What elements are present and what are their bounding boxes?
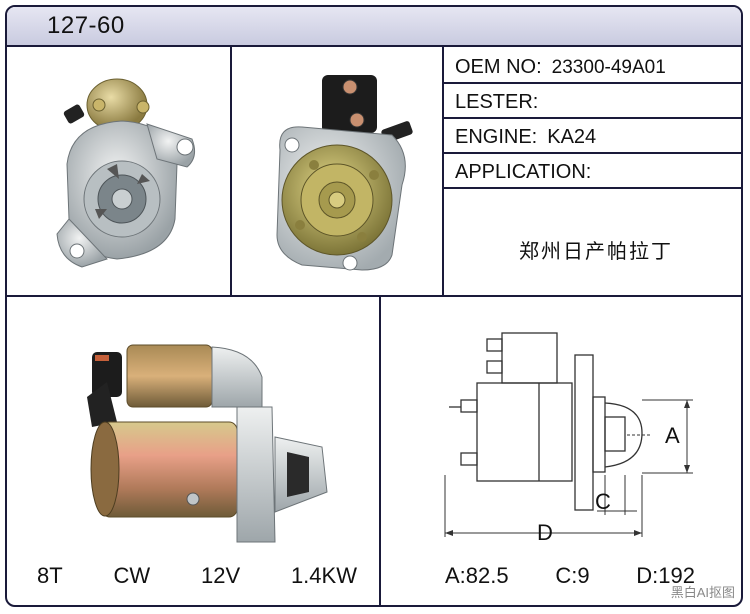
engine-value: KA24 bbox=[547, 126, 597, 148]
application-chinese-text: 郑州日产帕拉丁 bbox=[519, 239, 673, 263]
divider bbox=[442, 45, 444, 297]
divider bbox=[442, 152, 741, 154]
watermark: 黑白AI抠图 bbox=[670, 585, 735, 600]
starter-rear-view-icon bbox=[276, 75, 413, 271]
product-card: 127-60 bbox=[5, 5, 743, 607]
starter-front-view-icon bbox=[56, 78, 196, 268]
dimension-c-value: C:9 bbox=[555, 563, 590, 588]
voltage: 12V bbox=[200, 563, 241, 588]
dimension-values: A:82.5 C:9 D:192 bbox=[445, 563, 695, 589]
teeth-count: 8T bbox=[37, 563, 63, 588]
divider bbox=[442, 187, 741, 189]
dimension-diagram-icon: A C D bbox=[444, 332, 693, 545]
application-label: APPLICATION: bbox=[455, 161, 592, 183]
dimension-d-value: D:192 bbox=[636, 563, 695, 588]
starter-side-view-icon bbox=[87, 344, 328, 543]
dimension-c-label: C bbox=[595, 489, 611, 514]
application-row: APPLICATION: bbox=[455, 162, 601, 182]
lester-label: LESTER: bbox=[455, 91, 539, 113]
part-number-title: 127-60 bbox=[47, 12, 125, 39]
dimension-a-label: A bbox=[665, 423, 680, 448]
power: 1.4KW bbox=[290, 563, 357, 588]
oem-row: OEM NO: 23300-49A01 bbox=[455, 57, 666, 77]
divider bbox=[7, 295, 741, 297]
electrical-specs: 8T CW 12V 1.4KW bbox=[37, 563, 357, 589]
oem-label: OEM NO: bbox=[455, 56, 542, 78]
divider bbox=[379, 295, 381, 605]
divider bbox=[442, 82, 741, 84]
divider bbox=[442, 117, 741, 119]
rotation: CW bbox=[113, 563, 151, 588]
header-bar: 127-60 bbox=[7, 7, 741, 47]
engine-row: ENGINE: KA24 bbox=[455, 127, 596, 147]
dimension-a-value: A:82.5 bbox=[445, 563, 509, 588]
oem-value: 23300-49A01 bbox=[551, 57, 666, 78]
divider bbox=[230, 45, 232, 297]
dimension-d-label: D bbox=[537, 520, 553, 545]
lester-row: LESTER: bbox=[455, 92, 548, 112]
engine-label: ENGINE: bbox=[455, 126, 538, 148]
